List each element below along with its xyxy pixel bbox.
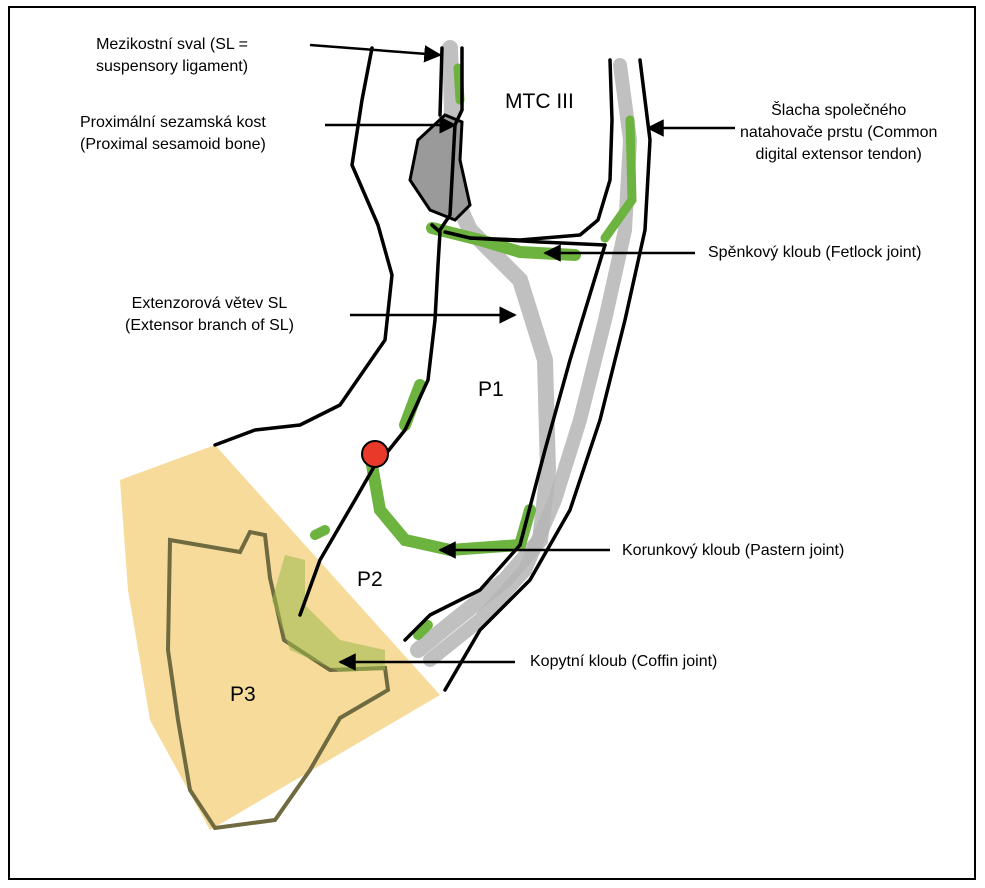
label-line: Šlacha společného [740, 100, 937, 122]
label-pastern-joint: Korunkový kloub (Pastern joint) [622, 540, 844, 562]
arrow-suspensory [310, 45, 440, 55]
label-sesamoid-bone: Proximální sezamská kost (Proximal sesam… [80, 112, 266, 156]
label-line: (Extensor branch of SL) [125, 315, 294, 337]
red-marker-dot [362, 441, 388, 467]
label-line: digital extensor tendon) [740, 144, 937, 166]
bone-label-mtc3: MTC III [505, 90, 574, 114]
label-line: Spěnkový kloub (Fetlock joint) [708, 244, 921, 261]
label-line: Mezikostní sval (SL = [96, 34, 248, 56]
label-fetlock-joint: Spěnkový kloub (Fetlock joint) [708, 242, 921, 264]
label-line: (Proximal sesamoid bone) [80, 134, 266, 156]
label-extensor-branch: Extenzorová větev SL (Extensor branch of… [125, 293, 294, 337]
label-line: Proximální sezamská kost [80, 112, 266, 134]
label-line: Korunkový kloub (Pastern joint) [622, 542, 844, 559]
label-line: Kopytní kloub (Coffin joint) [530, 653, 717, 670]
label-coffin-joint: Kopytní kloub (Coffin joint) [530, 651, 717, 673]
bone-label-p2: P2 [357, 568, 383, 592]
label-line: Extenzorová větev SL [125, 293, 294, 315]
label-extensor-tendon: Šlacha společného natahovače prstu (Comm… [740, 100, 937, 166]
bone-label-p3: P3 [230, 683, 256, 707]
label-line: suspensory ligament) [96, 56, 248, 78]
sesamoid-bone [410, 115, 470, 220]
label-line: natahovače prstu (Common [740, 122, 937, 144]
label-suspensory-ligament: Mezikostní sval (SL = suspensory ligamen… [96, 34, 248, 78]
bone-label-p1: P1 [478, 378, 504, 402]
